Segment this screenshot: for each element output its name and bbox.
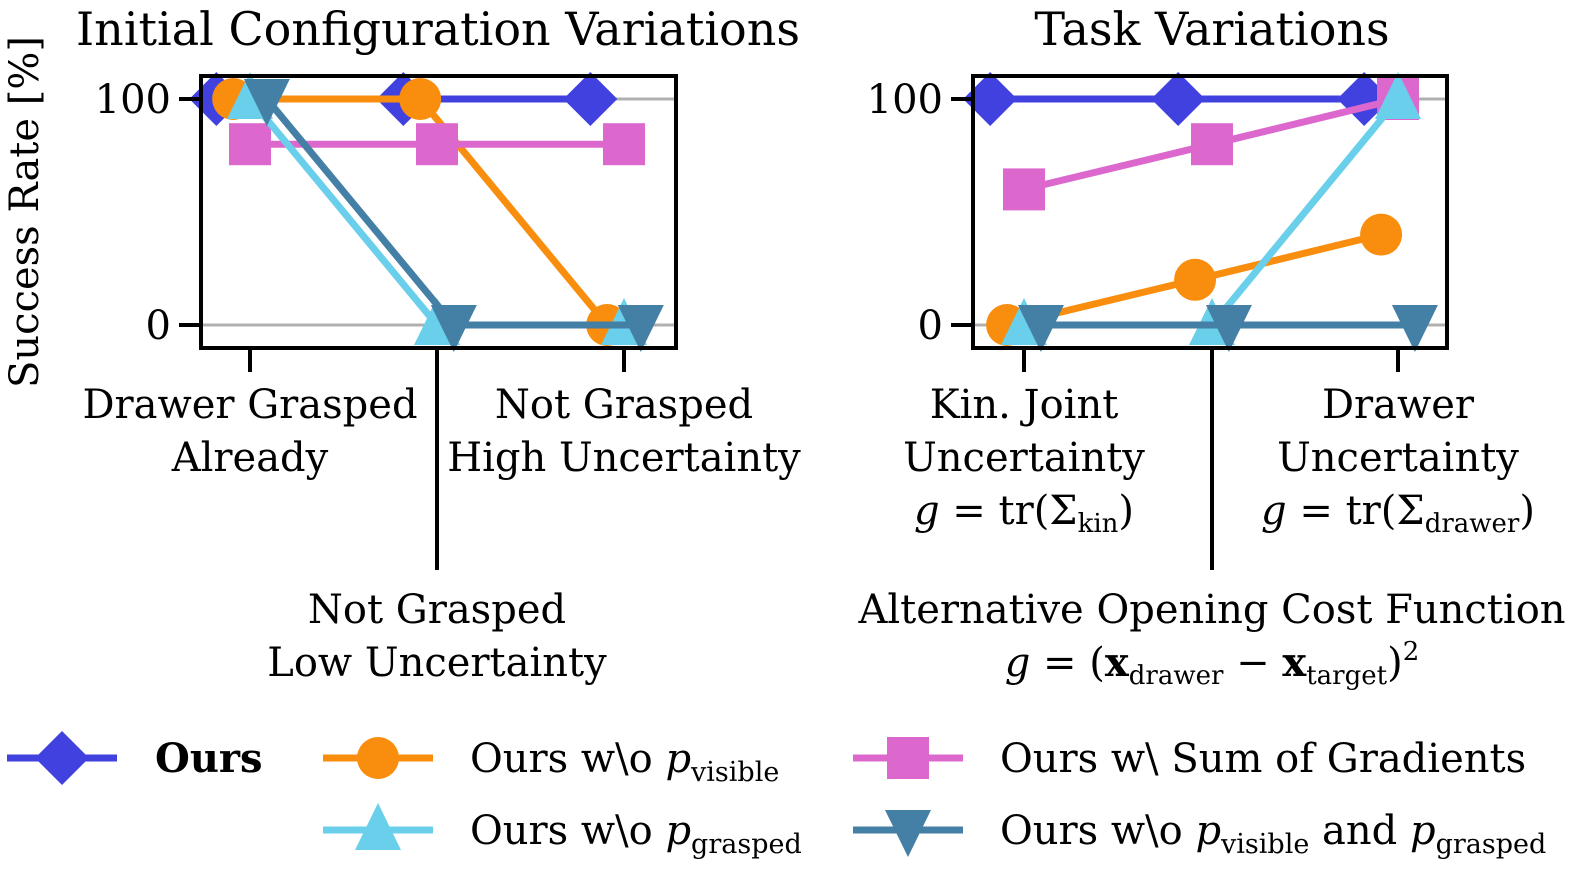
legend-item: Ours: [7, 731, 263, 785]
y-tick-label: 0: [146, 303, 171, 349]
legend-label: Ours: [155, 735, 263, 782]
x-tick-label: Already: [171, 435, 329, 481]
legend-marker: [35, 731, 89, 785]
data-point: [617, 305, 664, 352]
legend-item: Ours w\o pgrasped: [323, 803, 802, 860]
chart-title: Initial Configuration Variations: [76, 2, 800, 56]
data-point: [563, 72, 618, 126]
x-tick-label: Kin. Joint: [930, 382, 1119, 428]
y-tick-label: 0: [918, 303, 943, 349]
x-tick-label: Alternative Opening Cost Function: [857, 587, 1565, 633]
x-tick-label: Not Grasped: [495, 382, 753, 428]
x-tick-label: High Uncertainty: [447, 435, 801, 481]
y-axis-label: Success Rate [%]: [2, 36, 48, 388]
x-tick-label: g = tr(Σkin): [914, 488, 1134, 539]
legend-item: Ours w\o pvisible: [323, 736, 779, 788]
data-point: [1017, 305, 1064, 352]
x-tick-label: g = tr(Σdrawer): [1261, 488, 1535, 539]
data-point: [963, 72, 1018, 126]
data-point: [399, 78, 442, 120]
x-tick-label: g = (xdrawer − xtarget)2: [1005, 637, 1420, 691]
legend-label: Ours w\o pvisible: [470, 736, 779, 788]
data-point: [1375, 72, 1421, 119]
legend-item: Ours w\o pvisible and pgrasped: [853, 808, 1546, 860]
data-point: [1003, 168, 1045, 211]
legend-marker: [357, 737, 399, 779]
data-point: [1151, 72, 1206, 126]
x-tick-label: Uncertainty: [1277, 435, 1519, 481]
data-point: [1391, 305, 1438, 352]
legend-item: Ours w\ Sum of Gradients: [853, 736, 1526, 782]
legend-marker: [885, 810, 931, 857]
x-tick-label: Drawer Grasped: [82, 382, 417, 428]
y-tick-label: 100: [867, 77, 943, 123]
data-point: [430, 305, 477, 352]
legend: Ours Ours w\o pvisible Ours w\ Sum of Grad…: [7, 731, 1546, 860]
chart-panel-1: Initial Configuration Variations 0 100Draw…: [76, 2, 801, 686]
data-point: [243, 79, 290, 126]
legend-marker: [355, 803, 401, 850]
legend-label: Ours w\ Sum of Gradients: [1000, 736, 1526, 782]
legend-label: Ours w\o pvisible and pgrasped: [1000, 808, 1546, 860]
data-point: [229, 123, 271, 166]
x-tick-label: Not Grasped: [308, 587, 566, 633]
chart-title: Task Variations: [1034, 2, 1389, 56]
x-tick-label: Low Uncertainty: [267, 640, 607, 686]
data-point: [1360, 213, 1403, 256]
data-point: [1205, 305, 1252, 352]
data-point: [1174, 258, 1217, 301]
data-point: [603, 123, 645, 166]
x-tick-label: Uncertainty: [903, 435, 1145, 481]
data-point: [416, 123, 458, 166]
x-tick-label: Drawer: [1322, 382, 1475, 428]
legend-marker: [887, 737, 929, 779]
legend-label: Ours w\o pgrasped: [470, 808, 802, 860]
y-tick-label: 100: [95, 77, 171, 123]
data-point: [1191, 123, 1233, 166]
